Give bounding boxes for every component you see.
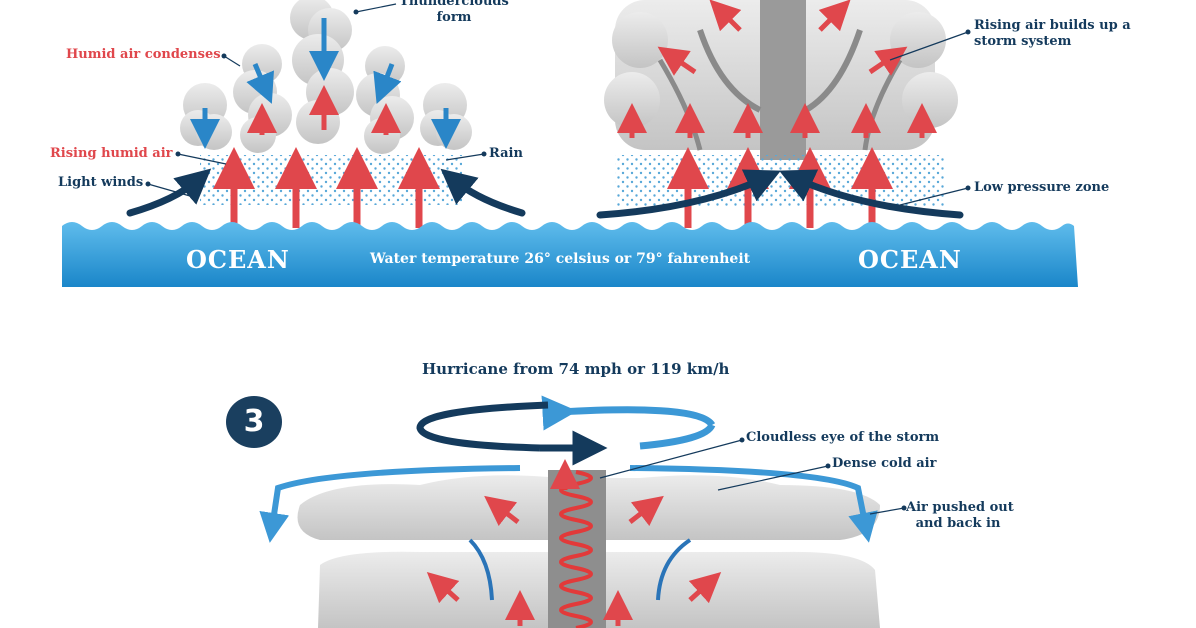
- label-light-winds: Light winds: [58, 175, 144, 190]
- ocean-label-right: OCEAN: [858, 245, 962, 274]
- downdraft-arrows: [190, 18, 461, 149]
- label-rain: Rain: [489, 146, 523, 161]
- updraft-arrows-in-clouds: [247, 85, 401, 135]
- callout-dots: [145, 9, 971, 511]
- panel1-clouds: [180, 0, 472, 154]
- label-humid-air-condenses: Humid air condenses: [66, 47, 221, 62]
- label-rising-humid-air: Rising humid air: [50, 146, 173, 161]
- label-cloudless-eye: Cloudless eye of the storm: [746, 430, 940, 445]
- ocean-band: [62, 222, 1078, 287]
- light-wind-arrows: [126, 168, 526, 217]
- inflow-currents: [468, 538, 692, 601]
- rotation-ring: [416, 395, 716, 466]
- label-air-pushed-out: Air pushed out and back in: [906, 500, 1014, 531]
- storm-cloud-mass: [604, 0, 958, 160]
- step-number-badge: 3: [226, 396, 282, 448]
- callout-lines: [147, 3, 969, 515]
- storm-wind-arrows: [596, 169, 964, 219]
- spiral-updraft: [550, 459, 593, 628]
- rising-air-arrows: [213, 147, 440, 228]
- label-dense-cold-air: Dense cold air: [832, 456, 937, 471]
- cloud-tall-1: [233, 44, 292, 153]
- storm-rain-zone: [615, 155, 945, 207]
- panel3-hurricane: [259, 395, 880, 628]
- label-thunderclouds-form: Thunderclouds form: [399, 0, 509, 25]
- storm-updraft-arrows: [617, 0, 937, 138]
- label-rising-air-builds: Rising air builds up a storm system: [974, 18, 1131, 49]
- ocean-label-left: OCEAN: [186, 245, 290, 274]
- rain-zone: [200, 155, 462, 205]
- panel2-storm: [596, 0, 964, 228]
- hurricane-updraft-arrows: [426, 495, 722, 626]
- label-low-pressure-zone: Low pressure zone: [974, 180, 1110, 195]
- water-temperature-note: Water temperature 26° celsius or 79° fah…: [370, 251, 751, 267]
- hurricane-title: Hurricane from 74 mph or 119 km/h: [422, 360, 730, 378]
- cloud-tall-3: [356, 46, 414, 154]
